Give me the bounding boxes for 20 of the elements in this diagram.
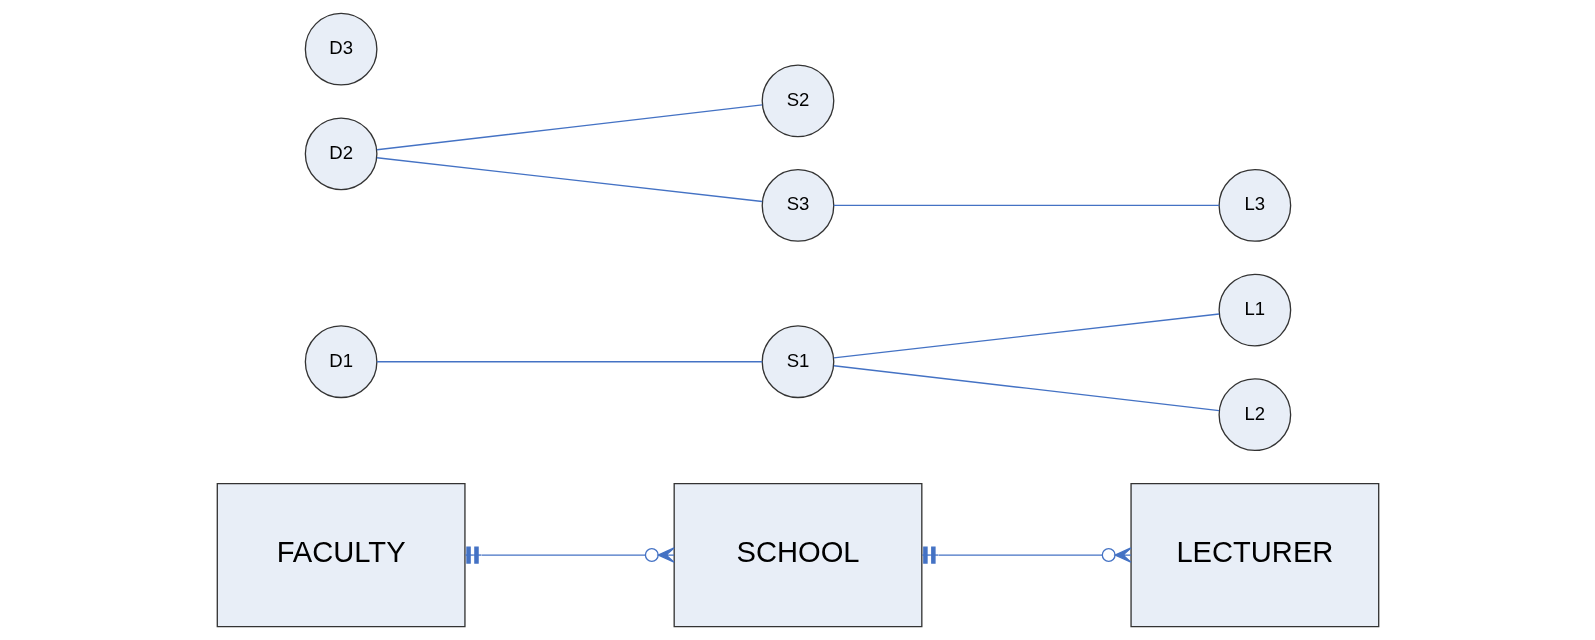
node-circle: D2 (304, 117, 378, 191)
connector (375, 361, 763, 363)
node-circle: S1 (761, 325, 834, 399)
node-box: LECTURER (1129, 482, 1379, 628)
node-box: SCHOOL (673, 482, 922, 628)
node-circle: L1 (1217, 273, 1291, 347)
connector (832, 204, 1220, 207)
node-circle: S2 (761, 64, 834, 138)
connector (464, 546, 675, 564)
connector (375, 157, 763, 203)
connector (832, 365, 1220, 412)
connector (921, 546, 1132, 564)
node-box: FACULTY (216, 482, 466, 628)
connector (375, 104, 763, 151)
connector (832, 313, 1220, 359)
node-circle: D3 (304, 12, 378, 86)
node-circle: L3 (1217, 169, 1291, 242)
node-circle: S3 (761, 169, 834, 242)
node-circle: D1 (304, 325, 378, 399)
node-circle: L2 (1217, 378, 1291, 452)
